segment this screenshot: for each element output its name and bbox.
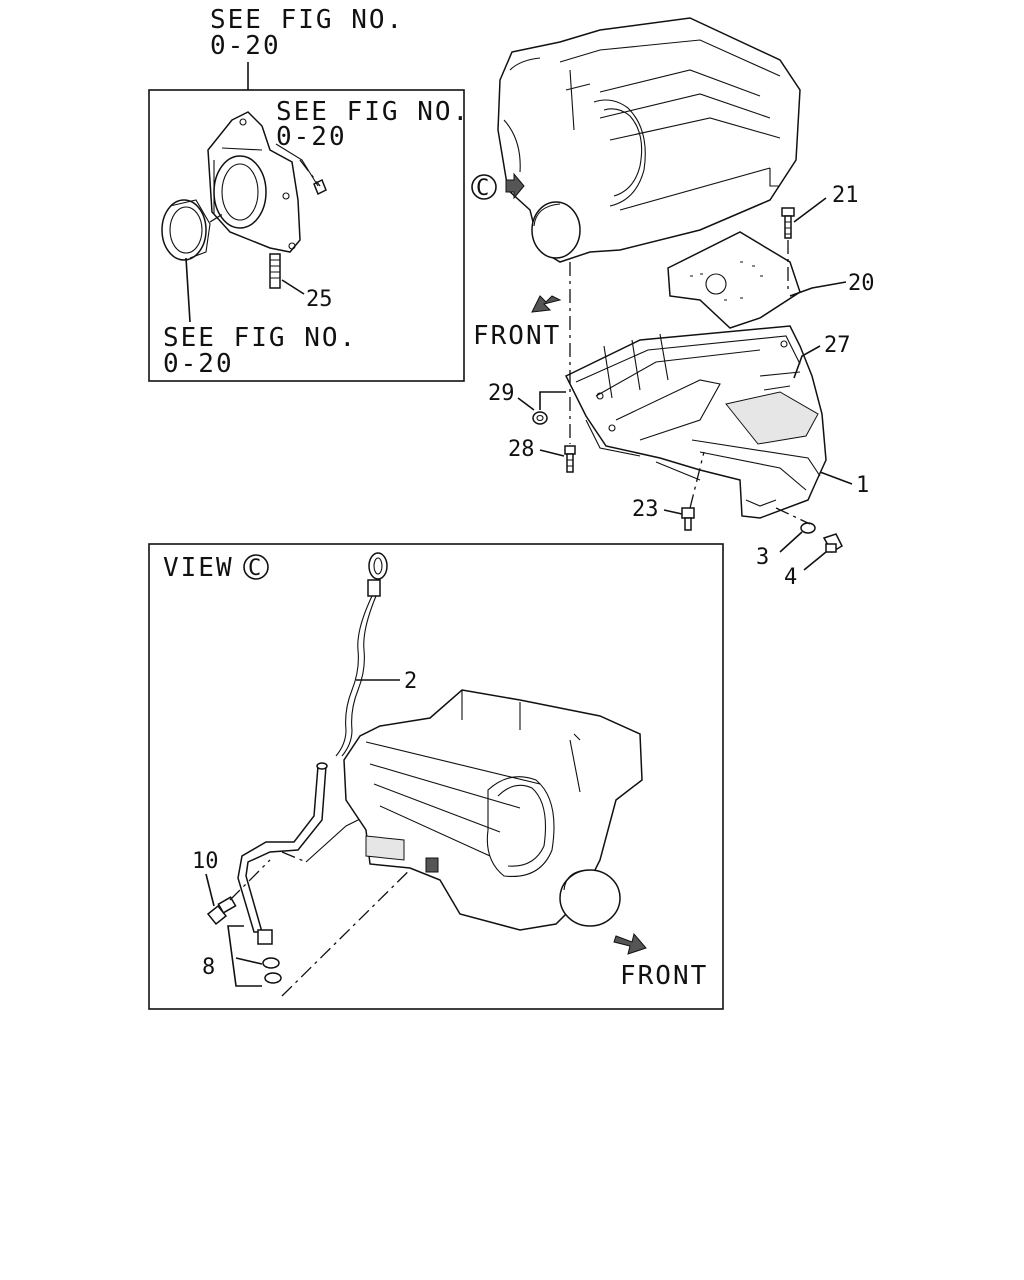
- part-number-4: 4: [784, 565, 797, 590]
- inset-reference-a-line1: SEE FIG NO.: [276, 97, 470, 127]
- stud-25: [269, 253, 281, 289]
- front-indicator-upper: FRONT: [473, 295, 562, 351]
- front-indicator-lower: FRONT: [613, 932, 708, 991]
- front-arrow-icon: [531, 295, 562, 313]
- seal-retainer-housing: [207, 111, 301, 253]
- drain-plug-4: [822, 533, 843, 554]
- part-number-28: 28: [508, 437, 535, 462]
- front-label-upper: FRONT: [473, 321, 561, 351]
- view-c-arrow-symbol: C: [476, 176, 489, 201]
- part-number-1: 1: [856, 473, 869, 498]
- top-reference-line1: SEE FIG NO.: [210, 5, 404, 35]
- part-number-23: 23: [632, 497, 659, 522]
- bolt-28: [564, 445, 576, 473]
- view-c-arrow: C: [471, 172, 525, 201]
- bolt-21: [781, 207, 795, 239]
- nut-29: [532, 411, 548, 425]
- engine-block-upper: [497, 17, 801, 263]
- oil-pan: [564, 325, 827, 519]
- part-number-3: 3: [756, 545, 769, 570]
- baffle-plate-20: [667, 231, 801, 329]
- part-number-20: 20: [848, 271, 875, 296]
- view-direction-arrow-icon: [505, 172, 525, 200]
- inset-frame: [148, 89, 465, 382]
- rear-seal-inset: SEE FIG NO. 0-20 SEE FIG NO. 0-20: [148, 5, 470, 382]
- bolt-10: [206, 896, 237, 926]
- o-rings-8: [262, 957, 282, 984]
- inset-reference-b-leader: [185, 257, 191, 323]
- inset-reference-a-line2: 0-20: [276, 122, 347, 152]
- inset-reference-b-line1: SEE FIG NO.: [163, 323, 357, 353]
- front-arrow-icon-lower: [613, 932, 647, 955]
- dipstick-guide-tube: [237, 762, 328, 945]
- part-number-25: 25: [306, 287, 333, 312]
- view-c-inset: VIEW C 2 10: [148, 543, 724, 1010]
- rear-oil-seal: [161, 199, 211, 261]
- front-label-lower: FRONT: [620, 961, 708, 991]
- view-c-frame: [148, 543, 724, 1010]
- part-number-8: 8: [202, 955, 215, 980]
- part-number-27: 27: [824, 333, 851, 358]
- view-c-label: VIEW: [163, 553, 234, 583]
- part-number-21: 21: [832, 183, 859, 208]
- top-reference-line2: 0-20: [210, 31, 281, 61]
- bolt-23: [681, 507, 695, 531]
- part-number-10: 10: [192, 849, 219, 874]
- inset-reference-b-line2: 0-20: [163, 349, 234, 379]
- part-number-29: 29: [488, 381, 515, 406]
- view-c-symbol: C: [248, 556, 261, 581]
- drain-plug-washer-3: [800, 522, 816, 534]
- engine-block-view-c: [343, 689, 643, 931]
- oil-dipstick-2: [335, 552, 388, 757]
- part-number-2: 2: [404, 669, 417, 694]
